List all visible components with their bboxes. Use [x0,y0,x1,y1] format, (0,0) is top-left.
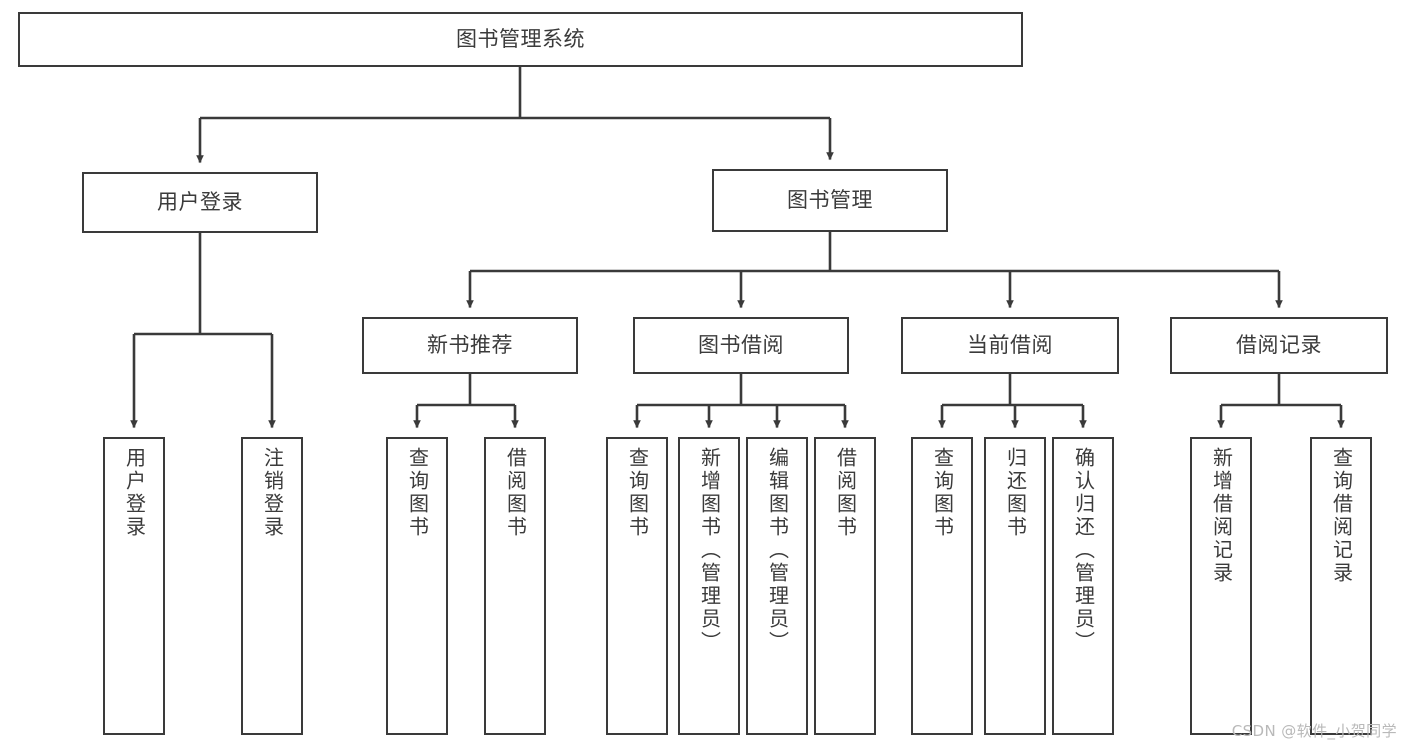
node-leaf-user-login[interactable]: 用户登录 [103,437,165,735]
node-label: 新增借阅记录 [1209,447,1234,585]
node-label: 图书管理系统 [456,27,585,52]
node-leaf-query-book-2[interactable]: 查询图书 [606,437,668,735]
node-leaf-query-record[interactable]: 查询借阅记录 [1310,437,1372,735]
node-label: 用户登录 [122,447,147,539]
node-leaf-edit-book[interactable]: 编辑图书（管理员） [746,437,808,735]
node-leaf-add-record[interactable]: 新增借阅记录 [1190,437,1252,735]
node-label: 注销登录 [260,447,285,539]
node-current-borrow[interactable]: 当前借阅 [901,317,1119,374]
node-user-login[interactable]: 用户登录 [82,172,318,233]
node-leaf-confirm-return[interactable]: 确认归还（管理员） [1052,437,1114,735]
node-leaf-add-book[interactable]: 新增图书（管理员） [678,437,740,735]
node-label: 新增图书（管理员） [697,447,722,654]
node-borrow-record[interactable]: 借阅记录 [1170,317,1388,374]
node-label: 查询图书 [930,447,955,539]
node-label: 归还图书 [1003,447,1028,539]
node-label: 当前借阅 [967,333,1053,358]
node-label: 借阅图书 [503,447,528,539]
node-label: 图书借阅 [698,333,784,358]
node-label: 用户登录 [157,190,243,215]
node-root[interactable]: 图书管理系统 [18,12,1023,67]
node-leaf-user-logout[interactable]: 注销登录 [241,437,303,735]
node-label: 图书管理 [787,188,873,213]
node-new-book-rec[interactable]: 新书推荐 [362,317,578,374]
node-book-manage[interactable]: 图书管理 [712,169,948,232]
node-book-borrow[interactable]: 图书借阅 [633,317,849,374]
node-leaf-borrow-book-2[interactable]: 借阅图书 [814,437,876,735]
node-leaf-borrow-book-1[interactable]: 借阅图书 [484,437,546,735]
node-label: 编辑图书（管理员） [765,447,790,654]
node-label: 查询借阅记录 [1329,447,1354,585]
node-label: 新书推荐 [427,333,513,358]
node-leaf-query-book-1[interactable]: 查询图书 [386,437,448,735]
node-label: 确认归还（管理员） [1071,447,1096,654]
node-leaf-query-book-3[interactable]: 查询图书 [911,437,973,735]
node-label: 查询图书 [405,447,430,539]
node-label: 借阅图书 [833,447,858,539]
node-leaf-return-book[interactable]: 归还图书 [984,437,1046,735]
node-label: 借阅记录 [1236,333,1322,358]
node-label: 查询图书 [625,447,650,539]
